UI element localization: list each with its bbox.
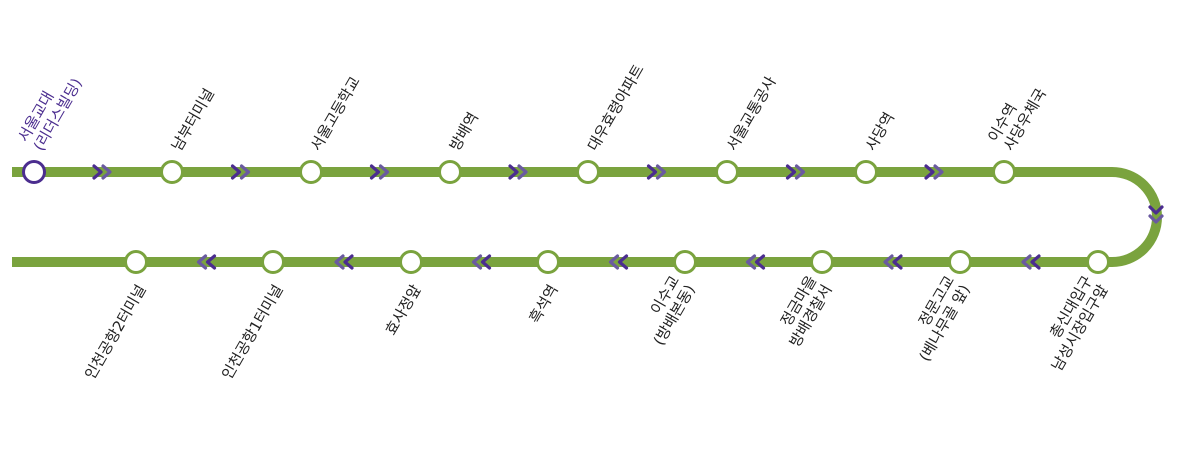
stop-incheon-airport-t2-marker[interactable]: [124, 250, 148, 274]
stop-nambu-terminal-marker[interactable]: [160, 160, 184, 184]
stop-seoul-univ-of-education-marker[interactable]: [22, 160, 46, 184]
double-chevron-icon: [1148, 205, 1164, 224]
stop-bangbae-station-label: 방배역: [446, 109, 482, 154]
stop-sadang-station-marker[interactable]: [854, 160, 878, 184]
stop-label-line: 흑석역: [526, 282, 562, 327]
stop-hyosa-jeong-label: 효사정앞: [382, 281, 425, 338]
stop-heukseok-station-label: 흑석역: [526, 282, 562, 327]
route-line-path: [12, 167, 1162, 267]
stop-label-line: 사당역: [862, 109, 898, 154]
stop-isu-bridge-marker[interactable]: [673, 250, 697, 274]
stop-bangbae-station-marker[interactable]: [438, 160, 462, 184]
stop-chongshin-univ-marker[interactable]: [1086, 250, 1110, 274]
stop-label-line: 대우효령아파트: [584, 61, 648, 154]
stops: [22, 160, 1110, 274]
stop-seoul-high-school-marker[interactable]: [299, 160, 323, 184]
direction-arrows: [92, 164, 1164, 270]
stop-daewoo-hyoryeong-apt-label: 대우효령아파트: [584, 61, 648, 154]
stop-incheon-airport-t1-marker[interactable]: [261, 250, 285, 274]
double-chevron-icon: [471, 254, 492, 270]
double-chevron-icon: [883, 254, 903, 270]
double-chevron-icon: [92, 164, 112, 180]
double-chevron-icon: [334, 254, 354, 270]
stop-label-line: 방배역: [446, 109, 482, 154]
double-chevron-icon: [745, 254, 766, 270]
stop-jeonggeum-village-label: 정금마을방배경찰서: [770, 273, 836, 351]
double-chevron-icon: [230, 164, 251, 180]
double-chevron-icon: [1021, 254, 1041, 270]
stop-label-line: 인천공항2터미널: [81, 282, 150, 383]
stop-sadang-station-label: 사당역: [862, 109, 898, 154]
double-chevron-icon: [196, 254, 217, 270]
stop-chongshin-univ-label: 총신대입구남성시장입구앞: [1032, 272, 1112, 374]
stop-isu-station-label: 이수역사당우체국: [984, 76, 1050, 154]
stop-label-line: 서울고등학교: [307, 73, 364, 154]
stop-label-line: 남부터미널: [168, 85, 218, 154]
stop-daewoo-hyoryeong-apt-marker[interactable]: [576, 160, 600, 184]
stop-seoul-transport-corp-marker[interactable]: [715, 160, 739, 184]
double-chevron-icon: [646, 164, 667, 180]
stop-isu-station-marker[interactable]: [992, 160, 1016, 184]
stop-seoul-transport-corp-label: 서울교통공사: [723, 73, 780, 154]
stop-nambu-terminal-label: 남부터미널: [168, 85, 218, 154]
stop-jeongmun-high-label: 정문고교(베나무골 앞): [900, 273, 974, 365]
stop-label-line: 효사정앞: [382, 281, 425, 338]
double-chevron-icon: [608, 254, 629, 270]
stop-seoul-high-school-label: 서울고등학교: [307, 73, 364, 154]
stop-label-line: 인천공항1터미널: [218, 282, 287, 383]
double-chevron-icon: [508, 164, 528, 180]
route-line: [12, 167, 1162, 267]
stop-isu-bridge-label: 이수교(방배본동): [634, 273, 699, 349]
stop-incheon-airport-t2-label: 인천공항2터미널: [81, 282, 150, 383]
stop-label-line: 서울교통공사: [723, 73, 780, 154]
double-chevron-icon: [924, 164, 944, 180]
stop-incheon-airport-t1-label: 인천공항1터미널: [218, 282, 287, 383]
stop-hyosa-jeong-marker[interactable]: [399, 250, 423, 274]
stop-heukseok-station-marker[interactable]: [536, 250, 560, 274]
double-chevron-icon: [369, 164, 390, 180]
stop-labels: 서울교대(리더스빌딩) 남부터미널 서울고등학교 방배역 대우효령아파트 서울교통공사 사당…: [14, 61, 1112, 382]
stop-jeongmun-high-marker[interactable]: [948, 250, 972, 274]
stop-seoul-univ-of-education-label: 서울교대(리더스빌딩): [14, 66, 86, 154]
stop-jeonggeum-village-marker[interactable]: [810, 250, 834, 274]
double-chevron-icon: [785, 164, 806, 180]
